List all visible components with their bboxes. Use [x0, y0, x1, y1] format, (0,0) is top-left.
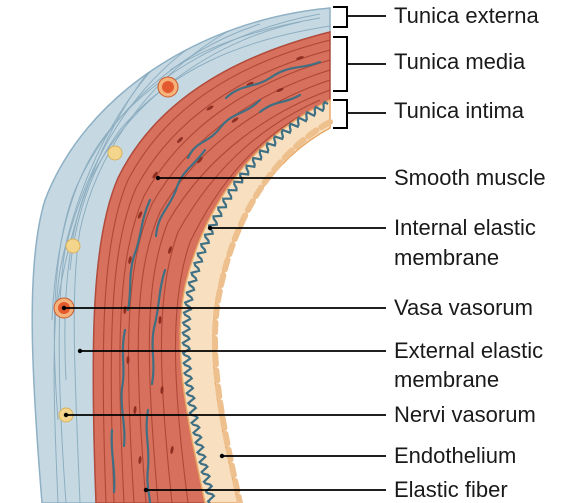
- label-endothelium: Endothelium: [394, 443, 517, 468]
- label-tunica-externa: Tunica externa: [394, 3, 539, 28]
- smooth-muscle-cells: [102, 39, 330, 503]
- label-tunica-intima: Tunica intima: [394, 98, 525, 123]
- label-external-elastic-line2: membrane: [394, 367, 500, 392]
- label-nervi-vasorum: Nervi vasorum: [394, 402, 536, 427]
- leader-dots: [61, 175, 225, 493]
- leader-lines: [64, 15, 386, 491]
- elastic-fibers: [110, 60, 322, 503]
- internal-elastic-membrane-wave: [181, 100, 329, 503]
- label-external-elastic-line1: External elastic: [394, 338, 544, 363]
- externa-collagen-fibers: [51, 13, 330, 503]
- muscle-nuclei: [123, 56, 304, 464]
- label-smooth-muscle: Smooth muscle: [394, 165, 546, 190]
- label-internal-elastic-line1: Internal elastic: [394, 215, 536, 240]
- label-internal-elastic-line2: membrane: [394, 245, 500, 270]
- label-vasa-vasorum: Vasa vasorum: [394, 295, 533, 320]
- label-tunica-media: Tunica media: [394, 49, 526, 74]
- layer-brackets: [333, 6, 348, 129]
- endothelium-layer: [211, 119, 333, 503]
- label-elastic-fiber: Elastic fiber: [394, 477, 508, 502]
